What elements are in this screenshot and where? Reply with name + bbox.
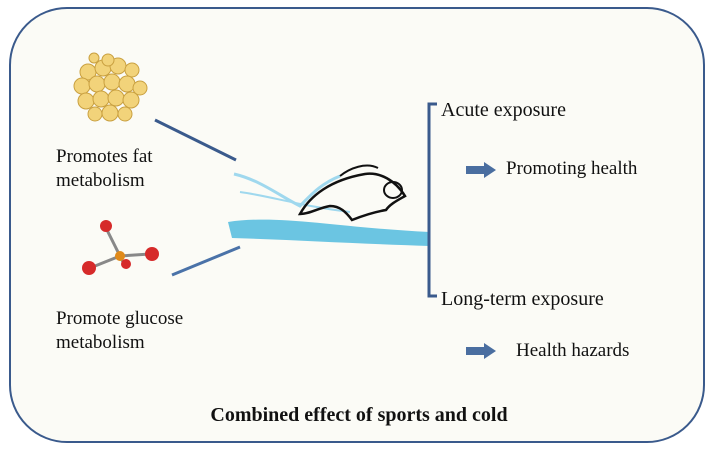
arrow-icon — [466, 343, 496, 359]
connector-glucose — [171, 245, 241, 277]
glucose-label-line1: Promote glucose — [56, 308, 184, 329]
branch-longterm-outcome: Health hazards — [516, 340, 630, 361]
fat-label-line2: metabolism — [56, 170, 145, 191]
arrow-icon — [466, 162, 496, 178]
diagram-title: Combined effect of sports and cold — [210, 404, 508, 426]
swimmer-icon — [228, 164, 430, 246]
branch-acute-label: Acute exposure — [441, 99, 566, 121]
connector-fat — [154, 118, 237, 162]
branch-acute-outcome: Promoting health — [506, 158, 638, 179]
branch-longterm-label: Long-term exposure — [441, 288, 604, 310]
branch-bracket — [427, 102, 437, 298]
fat-label-line1: Promotes fat — [56, 146, 153, 167]
glucose-label-line2: metabolism — [56, 332, 145, 353]
